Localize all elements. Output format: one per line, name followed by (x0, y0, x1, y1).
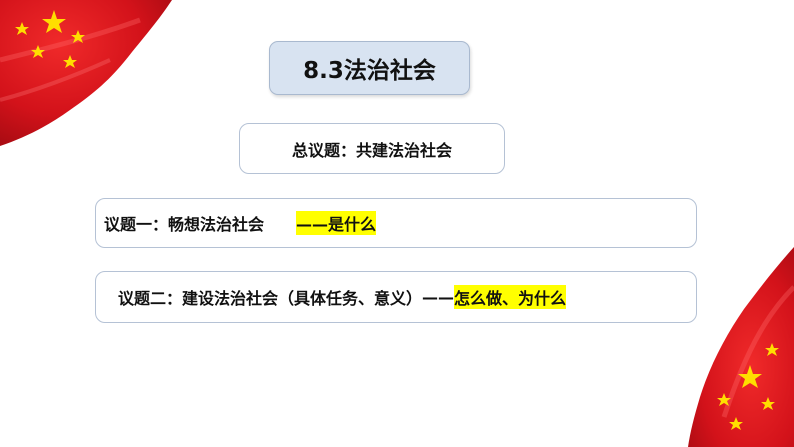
topic-two-dash: —— (422, 287, 455, 307)
main-topic-text: 总议题：共建法治社会 (291, 140, 452, 160)
star-icon (717, 393, 731, 406)
topic-one-answer-highlight: ——是什么 (296, 211, 377, 235)
star-icon (63, 55, 77, 68)
main-topic-box: 总议题：共建法治社会 (239, 123, 505, 174)
star-icon (71, 30, 85, 43)
star-icon (765, 343, 779, 356)
star-icon (761, 397, 775, 410)
slide-title: 8.3法治社会 (269, 41, 470, 95)
star-icon (729, 417, 743, 430)
topic-two-question: 议题二：建设法治社会（具体任务、意义） (118, 289, 423, 308)
topic-two-box: 议题二：建设法治社会（具体任务、意义） —— 怎么做、为什么 (95, 271, 697, 323)
slide-title-text: 8.3法治社会 (303, 58, 436, 84)
topic-two-answer-highlight: 怎么做、为什么 (454, 285, 567, 309)
star-icon (738, 365, 762, 388)
topic-one-question: 议题一：畅想法治社会 (104, 215, 265, 234)
star-icon (42, 10, 66, 33)
flag-decoration-top-left (0, 0, 172, 146)
topic-one-box: 议题一：畅想法治社会 ——是什么 (95, 198, 697, 248)
flag-decoration-bottom-right (688, 247, 794, 447)
star-icon (31, 45, 45, 58)
star-icon (15, 22, 29, 35)
